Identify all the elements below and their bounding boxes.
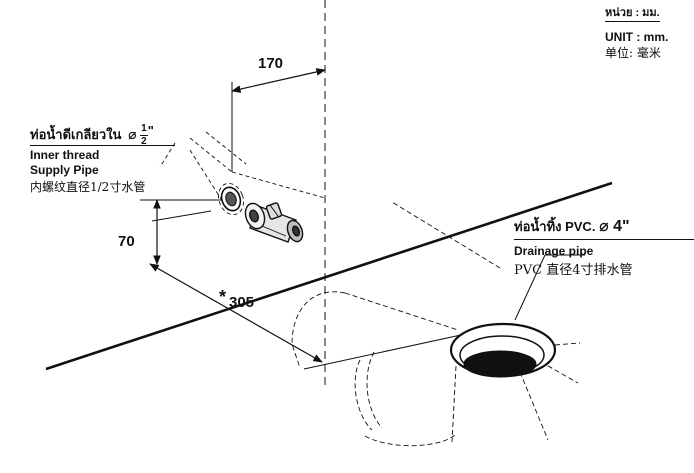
supply-pipe-thai-label: ท่อน้ำดีเกลียวใน ⌀ 1 2 ": [30, 124, 154, 147]
supply-pipe-fraction: 1 2: [140, 124, 148, 147]
drainage-pipe-english: Drainage pipe: [514, 244, 594, 258]
dimension-170-lines: [231, 68, 326, 172]
supply-pipe-hidden-outline: [159, 131, 326, 216]
dimension-170-label: 170: [258, 55, 284, 72]
dimension-305-label: 305: [229, 294, 255, 311]
supply-pipe-thai-text: ท่อน้ำดีเกลียวใน: [30, 126, 122, 142]
inch-mark: ": [147, 123, 154, 138]
unit-chinese: 单位: 毫米: [605, 46, 661, 60]
drainage-pipe-chinese: PVC 直径4寸排水管: [514, 263, 633, 278]
drainage-pipe-label-rule: [514, 239, 694, 240]
dimension-305-asterisk: *: [219, 287, 227, 307]
drainage-pipe-thai-text: ท่อน้ำทิ้ง PVC.: [514, 219, 596, 234]
drain-opening: [449, 254, 585, 378]
supply-pipe-label-rule: [30, 145, 175, 146]
dimension-305-lines: [149, 263, 471, 370]
dimension-70-label: 70: [118, 233, 135, 250]
floor-line: [45, 181, 613, 371]
supply-pipe-english-line1: Inner thread: [30, 148, 100, 162]
supply-pipe-english-line2: Supply Pipe: [30, 163, 99, 177]
unit-thai: หน่วย : มม.: [605, 8, 660, 22]
supply-pipe-fitting: [151, 186, 242, 222]
supply-pipe-chinese: 内螺纹直径1/2寸水管: [30, 180, 146, 194]
fraction-denominator: 2: [141, 136, 147, 147]
fraction-numerator: 1: [140, 123, 148, 136]
diameter-symbol: ⌀: [128, 125, 137, 142]
unit-english: UNIT : mm.: [605, 30, 669, 44]
drainage-pipe-diameter: ⌀ 4": [599, 218, 630, 235]
stop-valve: [244, 202, 304, 243]
drainage-pipe-thai-label: ท่อน้ำทิ้ง PVC. ⌀ 4": [514, 219, 630, 235]
